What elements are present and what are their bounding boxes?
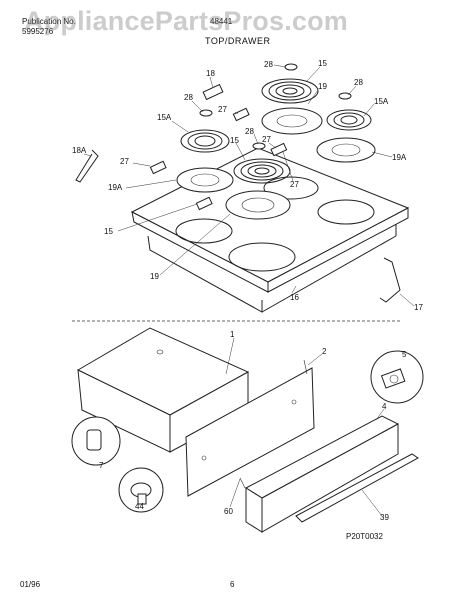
part-label-5: 5 xyxy=(402,350,407,359)
part-label-60: 60 xyxy=(224,507,233,516)
part-label-16: 16 xyxy=(290,293,299,302)
model-number: 48441 xyxy=(210,17,233,26)
part-label-18: 18 xyxy=(206,69,215,78)
part-label-27-top: 27 xyxy=(218,105,227,114)
surface-elements xyxy=(180,78,372,184)
drawer-front-bracket xyxy=(185,359,315,497)
part-label-19A-right: 19A xyxy=(392,153,407,162)
part-label-15A-left: 15A xyxy=(157,113,172,122)
drawer-handle-rail xyxy=(295,453,419,523)
part-label-2: 2 xyxy=(322,347,327,356)
drawing-code: P20T0032 xyxy=(346,532,383,541)
part-label-28-left: 28 xyxy=(184,93,193,102)
part-label-27-middle: 27 xyxy=(262,135,271,144)
footer-page: 6 xyxy=(230,580,235,589)
part-label-7: 7 xyxy=(99,461,104,470)
footer-date: 01/96 xyxy=(20,580,41,589)
part-labels: 28 15 18 28 28 19 27 15A 15A 15 28 27 18… xyxy=(72,59,423,522)
part-label-27-left: 27 xyxy=(120,157,129,166)
element-receptacles xyxy=(75,83,401,303)
trim-rings xyxy=(199,63,352,150)
part-label-44: 44 xyxy=(135,502,144,511)
drawer-front-panel xyxy=(239,415,400,533)
part-label-19-top: 19 xyxy=(318,82,327,91)
publication-label: Publication No. xyxy=(22,17,76,26)
part-label-28-right: 28 xyxy=(354,78,363,87)
part-label-39: 39 xyxy=(380,513,389,522)
detail-callouts xyxy=(71,350,424,513)
part-label-15-top: 15 xyxy=(318,59,327,68)
part-label-28-middle: 28 xyxy=(245,127,254,136)
publication-number: 5995276 xyxy=(22,27,54,36)
cooktop-top-panel xyxy=(130,147,410,313)
part-label-15-middle: 15 xyxy=(230,136,239,145)
part-label-15-lower: 15 xyxy=(104,227,113,236)
part-label-18A: 18A xyxy=(72,146,87,155)
part-label-19-lower: 19 xyxy=(150,272,159,281)
drip-bowls xyxy=(176,107,376,220)
part-label-19A-left: 19A xyxy=(108,183,123,192)
part-label-15A-right: 15A xyxy=(374,97,389,106)
part-label-17: 17 xyxy=(414,303,423,312)
part-label-1: 1 xyxy=(230,330,235,339)
part-label-4: 4 xyxy=(382,402,387,411)
part-label-28-top: 28 xyxy=(264,60,273,69)
section-title: TOP/DRAWER xyxy=(205,36,271,46)
leader-lines xyxy=(83,64,415,517)
watermark: AppliancePartsPros.com xyxy=(24,6,349,36)
drawer-body xyxy=(76,327,250,453)
part-label-27-right: 27 xyxy=(290,180,299,189)
